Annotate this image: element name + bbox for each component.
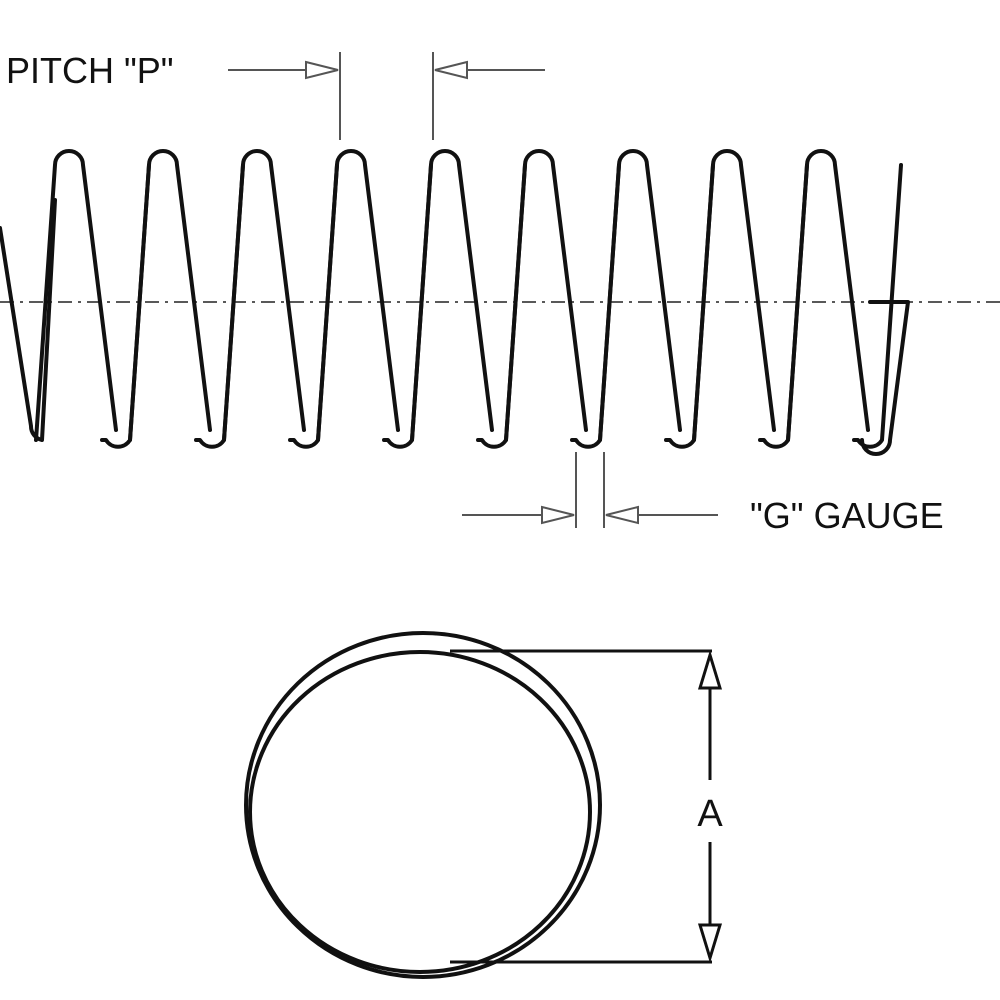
gauge-arrow-right <box>605 505 639 525</box>
coil-segment <box>0 198 57 442</box>
gauge-arrow-left <box>541 505 575 525</box>
coil-segment <box>786 149 870 442</box>
diameter-label: A <box>697 793 723 835</box>
coil-segment <box>194 163 245 449</box>
diameter-arrow-bottom <box>697 923 723 964</box>
gauge-label: "G" GAUGE <box>750 495 944 536</box>
end-view-outer-ring <box>244 631 602 979</box>
pitch-arrow-right <box>434 60 468 80</box>
spring-coils <box>0 149 910 456</box>
coil-segment <box>316 149 400 442</box>
coil-segment <box>288 163 339 449</box>
coil-segment <box>100 163 151 449</box>
coil-segment <box>570 163 621 449</box>
coil-segment <box>222 149 306 442</box>
spring-end-view <box>244 631 602 979</box>
diameter-dimension: A <box>450 649 723 964</box>
gauge-dimension: "G" GAUGE <box>462 452 944 536</box>
coil-segment <box>34 149 118 442</box>
coil-segment <box>476 163 527 449</box>
end-view-inner-ring <box>248 650 592 974</box>
diameter-arrow-top <box>697 649 723 690</box>
pitch-arrow-left <box>305 60 339 80</box>
pitch-label: PITCH "P" <box>6 50 174 91</box>
coil-segment <box>852 163 903 449</box>
coil-segment <box>504 149 588 442</box>
coil-segment <box>598 149 682 442</box>
coil-segment <box>758 163 809 449</box>
coil-segment <box>382 163 433 449</box>
coil-segment <box>410 149 494 442</box>
spring-side-view <box>0 149 1000 456</box>
coil-segment <box>692 149 776 442</box>
coil-end-segment <box>860 300 910 456</box>
pitch-dimension: PITCH "P" <box>6 50 545 140</box>
coil-segment <box>128 149 212 442</box>
coil-segment <box>664 163 715 449</box>
